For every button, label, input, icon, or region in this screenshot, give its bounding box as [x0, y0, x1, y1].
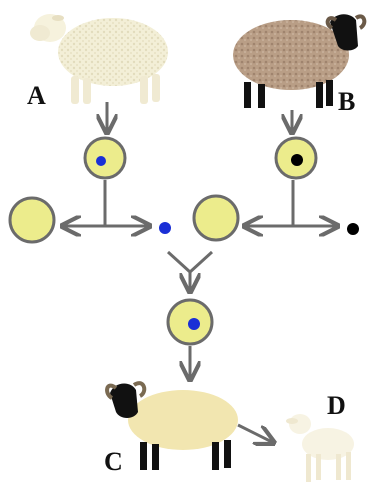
cell-a-blue-nucleus [83, 136, 127, 180]
black-nucleus-extracted [347, 223, 359, 235]
enucleated-cell-a [8, 196, 56, 244]
merge-arrow [166, 250, 214, 292]
arrow-c-to-d [237, 423, 274, 443]
sheep-d-lamb [286, 414, 354, 482]
label-a: A [27, 81, 46, 110]
label-c: C [104, 447, 123, 476]
cell-b-black-nucleus [274, 136, 318, 180]
label-d: D [327, 391, 346, 420]
sheep-c-surrogate [105, 381, 238, 470]
fused-cell-blue-nucleus [166, 298, 214, 346]
sheep-a-white [30, 14, 168, 104]
split-arrows-a [62, 180, 150, 226]
split-arrows-b [244, 180, 338, 226]
sheep-b-blackface [233, 14, 367, 108]
enucleated-cell-b [192, 194, 240, 242]
blue-nucleus-extracted [159, 222, 171, 234]
label-b: B [338, 87, 355, 116]
